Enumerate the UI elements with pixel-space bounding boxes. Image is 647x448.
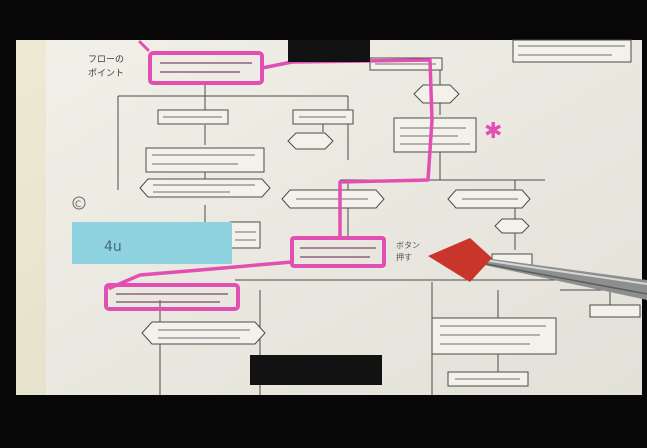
highlight-return-path: [108, 260, 294, 290]
highlighted-text-lines: [116, 62, 376, 303]
highlight-bottom-box: [104, 283, 240, 311]
arrow-label-2: 押す: [396, 252, 412, 262]
arrow-label: ボタン: [396, 241, 420, 250]
flowchart-shapes: [139, 39, 641, 387]
circle-mark: [72, 196, 86, 210]
margin-note-2: ポイント: [88, 68, 124, 79]
circle-mark-label: C: [75, 200, 81, 210]
redaction-top: [288, 40, 370, 62]
margin-note-1: フローの: [88, 55, 124, 65]
flowchart-text-lines: [152, 45, 625, 380]
pointer-tip: [428, 238, 492, 282]
sticky-note: 4u: [72, 222, 232, 264]
star-mark: ✱: [484, 119, 502, 144]
redaction-bottom: [250, 355, 382, 385]
highlight-mid-box: [290, 236, 386, 268]
sticky-note-label: 4u: [104, 239, 122, 255]
pointer-stick: [428, 238, 647, 300]
